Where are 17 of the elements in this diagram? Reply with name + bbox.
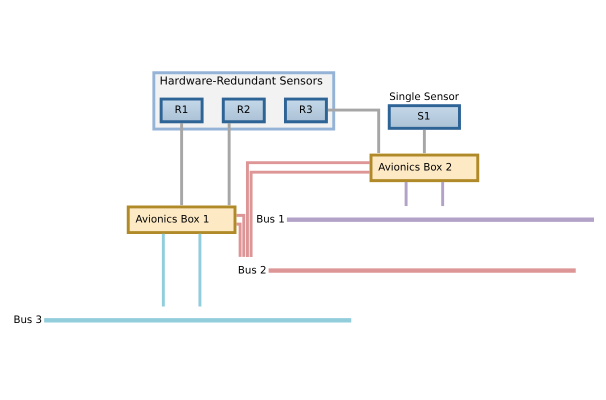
node-label: Bus 1 <box>256 214 285 226</box>
node-label: Bus 3 <box>13 314 42 326</box>
node-bar <box>268 268 576 273</box>
connector <box>180 123 184 206</box>
node-bar <box>44 318 352 322</box>
connector <box>236 214 246 257</box>
connector <box>198 234 202 306</box>
connector <box>162 234 165 306</box>
connector <box>236 222 242 257</box>
connector <box>422 130 426 154</box>
node-bar <box>286 218 594 222</box>
node-label: Single Sensor <box>389 92 459 103</box>
connector <box>441 182 444 206</box>
connector <box>404 182 408 206</box>
connector <box>228 123 231 206</box>
connector <box>328 108 380 153</box>
node-label: Bus 2 <box>238 265 266 276</box>
